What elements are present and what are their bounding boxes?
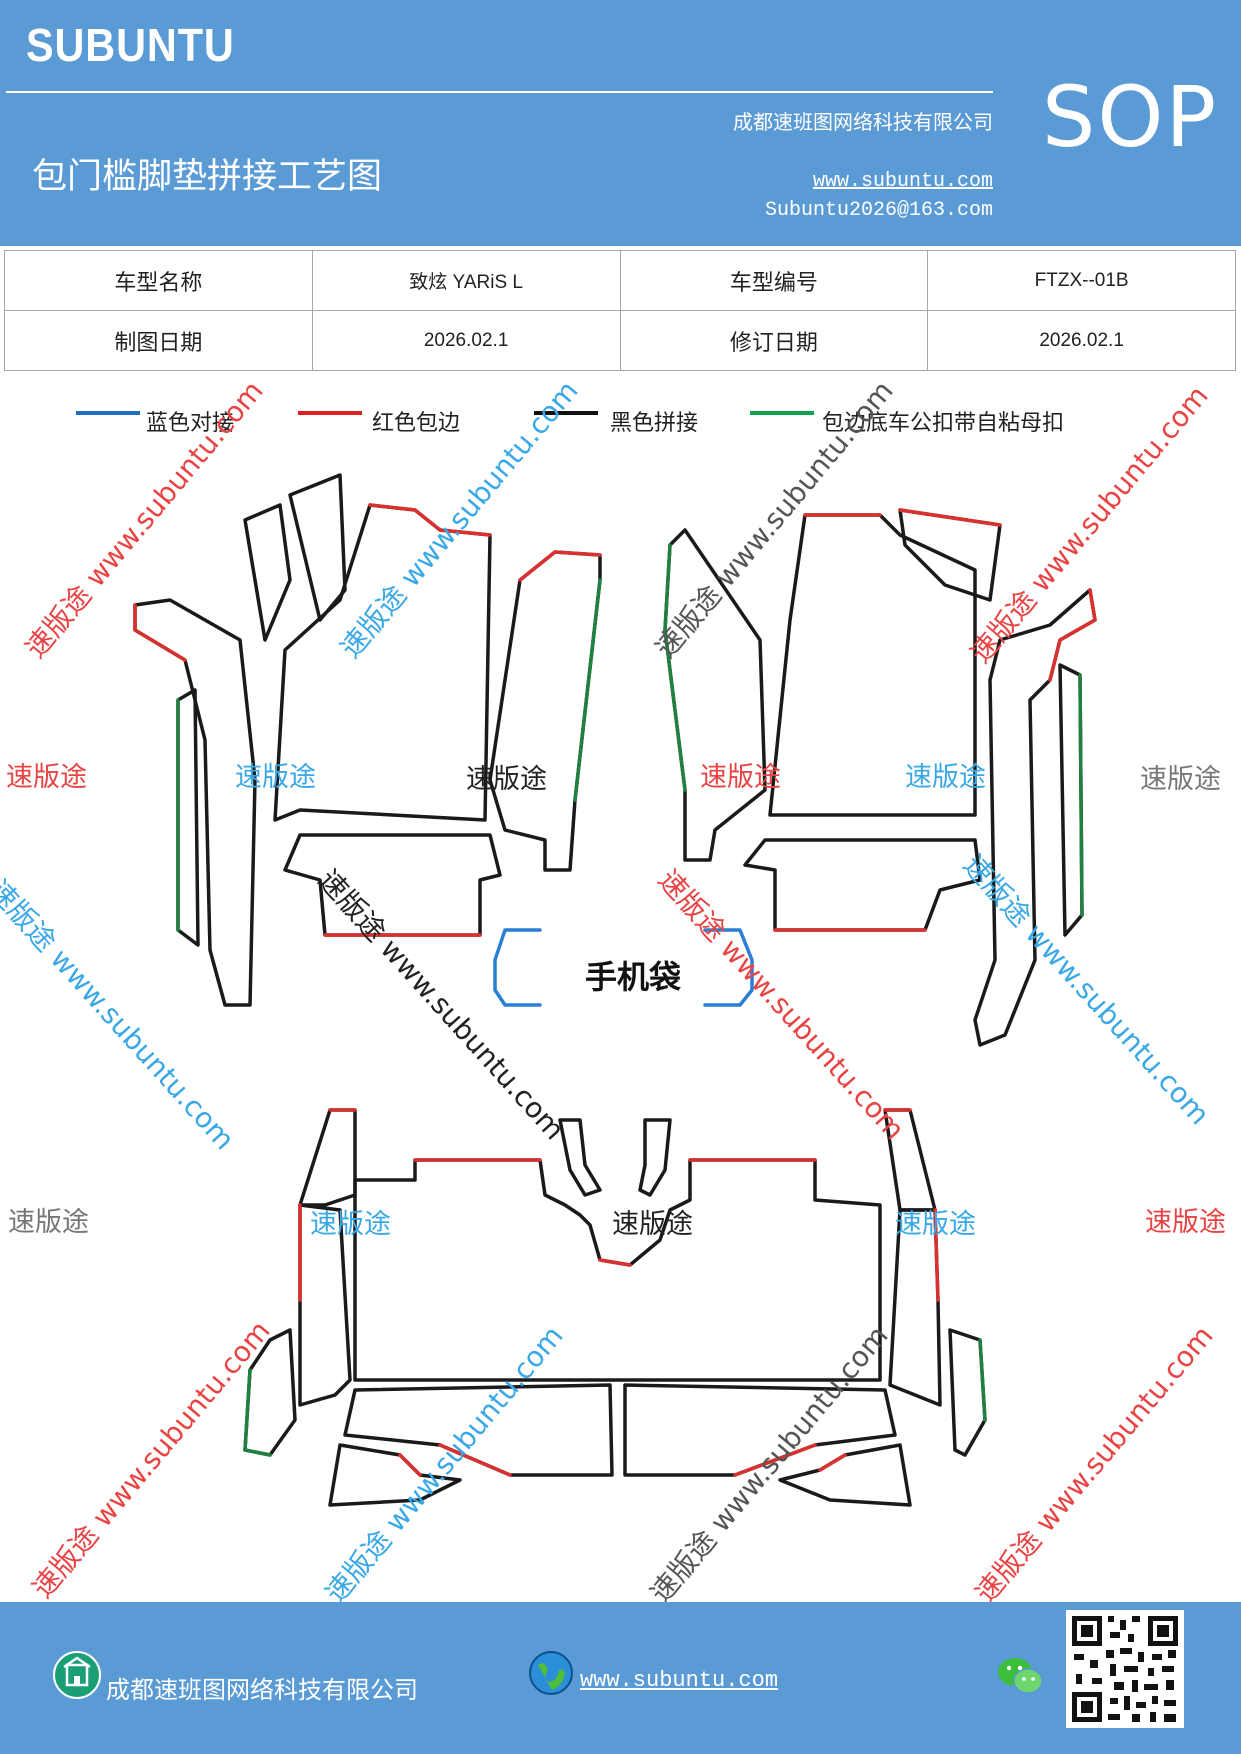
- watermark-plain: 速版途: [1145, 1207, 1226, 1238]
- watermark-plain: 速版途: [235, 762, 316, 793]
- legend-black-label: 黑色拼接: [610, 411, 699, 436]
- page-title: 包门槛脚垫拼接工艺图: [32, 157, 383, 197]
- qr-code-icon: [1066, 1610, 1184, 1728]
- legend-black-swatch: [534, 411, 598, 415]
- company-name: 成都速班图网络科技有限公司: [733, 110, 993, 134]
- front-left-side-panel-edge-red: [518, 550, 602, 582]
- front-right-lower-mat: [743, 838, 982, 932]
- watermark-plain: 速版途: [6, 762, 87, 793]
- email-address: Subuntu2026@163.com: [764, 199, 993, 222]
- footer-company: 成都速班图网络科技有限公司: [106, 1676, 418, 1704]
- brand-logo: SUBUNTU: [26, 19, 235, 71]
- watermark-plain: 速版途: [612, 1209, 693, 1240]
- model-name-label: 车型名称: [4, 250, 313, 311]
- revision-date-value: 2026.02.1: [927, 310, 1236, 371]
- rear-left-sill-green: [243, 1368, 272, 1457]
- front-left-mats: [133, 473, 602, 1007]
- rear-main-mat: [353, 1158, 882, 1382]
- watermark-plain: 速版途: [466, 764, 547, 795]
- watermark-plain: 速版途: [895, 1209, 976, 1240]
- front-left-main-mat-edge: [368, 503, 492, 537]
- legend-green-swatch: [750, 411, 814, 415]
- building-icon: [53, 1651, 101, 1699]
- rear-right-lower-mat-edge: [733, 1443, 817, 1477]
- draw-date-label: 制图日期: [4, 310, 313, 371]
- rear-center-tab-right: [638, 1118, 672, 1197]
- rear-mats: [243, 1108, 987, 1507]
- front-left-upper-piece-b: [288, 473, 347, 622]
- footer-website-link[interactable]: www.subuntu.com: [580, 1668, 779, 1693]
- rear-main-mat-edge: [413, 1158, 817, 1267]
- phone-pocket-left: [493, 928, 542, 1007]
- phone-pocket-right: [703, 928, 754, 1007]
- watermark-plain: 速版途: [700, 762, 781, 793]
- front-left-upper-piece-a: [243, 503, 292, 642]
- wechat-icon[interactable]: [996, 1654, 1044, 1698]
- front-left-side-panel-edge-green: [573, 578, 602, 802]
- globe-icon: [529, 1651, 573, 1695]
- model-code-label: 车型编号: [619, 250, 929, 311]
- table-row: 车型名称 致炫 YARiS L 车型编号 FTZX--01B: [4, 250, 1236, 311]
- front-left-sill-strip-b: [176, 688, 200, 947]
- watermark-plain: 速版途: [310, 1209, 391, 1240]
- legend-blue-swatch: [76, 411, 140, 415]
- rear-right-sill: [948, 1328, 987, 1457]
- info-table: 车型名称 致炫 YARiS L 车型编号 FTZX--01B 制图日期 2026…: [4, 250, 1236, 371]
- mat-pattern-diagram: [133, 473, 1097, 1507]
- legend-blue-label: 蓝色对接: [146, 411, 235, 436]
- header-divider: [6, 91, 993, 93]
- rear-right-side-panel-edge: [933, 1208, 940, 1302]
- rear-right-sill-green: [978, 1338, 987, 1422]
- phone-pocket-label: 手机袋: [585, 958, 682, 996]
- front-right-main-mat: [768, 513, 977, 817]
- front-left-sill-strip-edge: [133, 603, 187, 662]
- table-row: 制图日期 2026.02.1 修订日期 2026.02.1: [4, 310, 1236, 371]
- legend-red-swatch: [298, 411, 362, 415]
- front-right-upper-piece-edge: [898, 508, 1002, 527]
- front-right-sill-strip-b-green: [1078, 673, 1084, 917]
- watermark-plain: 速版途: [905, 762, 986, 793]
- legend-red-label: 红色包边: [372, 411, 461, 436]
- website-link[interactable]: www.subuntu.com: [812, 170, 993, 193]
- front-right-side-panel-green: [663, 543, 687, 792]
- watermark-plain: 速版途: [8, 1207, 89, 1238]
- rear-left-top-piece: [298, 1108, 357, 1207]
- revision-date-label: 修订日期: [619, 310, 929, 371]
- rear-center-tab-left: [558, 1118, 602, 1197]
- header-banner: SUBUNTU 成都速班图网络科技有限公司 包门槛脚垫拼接工艺图 www.sub…: [0, 0, 1241, 246]
- model-name-value: 致炫 YARiS L: [311, 250, 621, 311]
- watermark-plain: 速版途: [1140, 764, 1221, 795]
- legend-green-label: 包边底车公扣带自粘母扣: [822, 411, 1065, 436]
- sop-label: SOP: [1042, 68, 1219, 166]
- front-right-sill-strip-edge: [1048, 588, 1097, 682]
- footer-banner: 成都速班图网络科技有限公司 www.subuntu.com: [0, 1602, 1241, 1754]
- draw-date-value: 2026.02.1: [311, 310, 621, 371]
- rear-wedge-edges: [398, 1453, 847, 1477]
- rear-left-lower-mat-edge: [438, 1443, 512, 1477]
- model-code-value: FTZX--01B: [927, 250, 1236, 311]
- front-right-mats: [663, 508, 1097, 1047]
